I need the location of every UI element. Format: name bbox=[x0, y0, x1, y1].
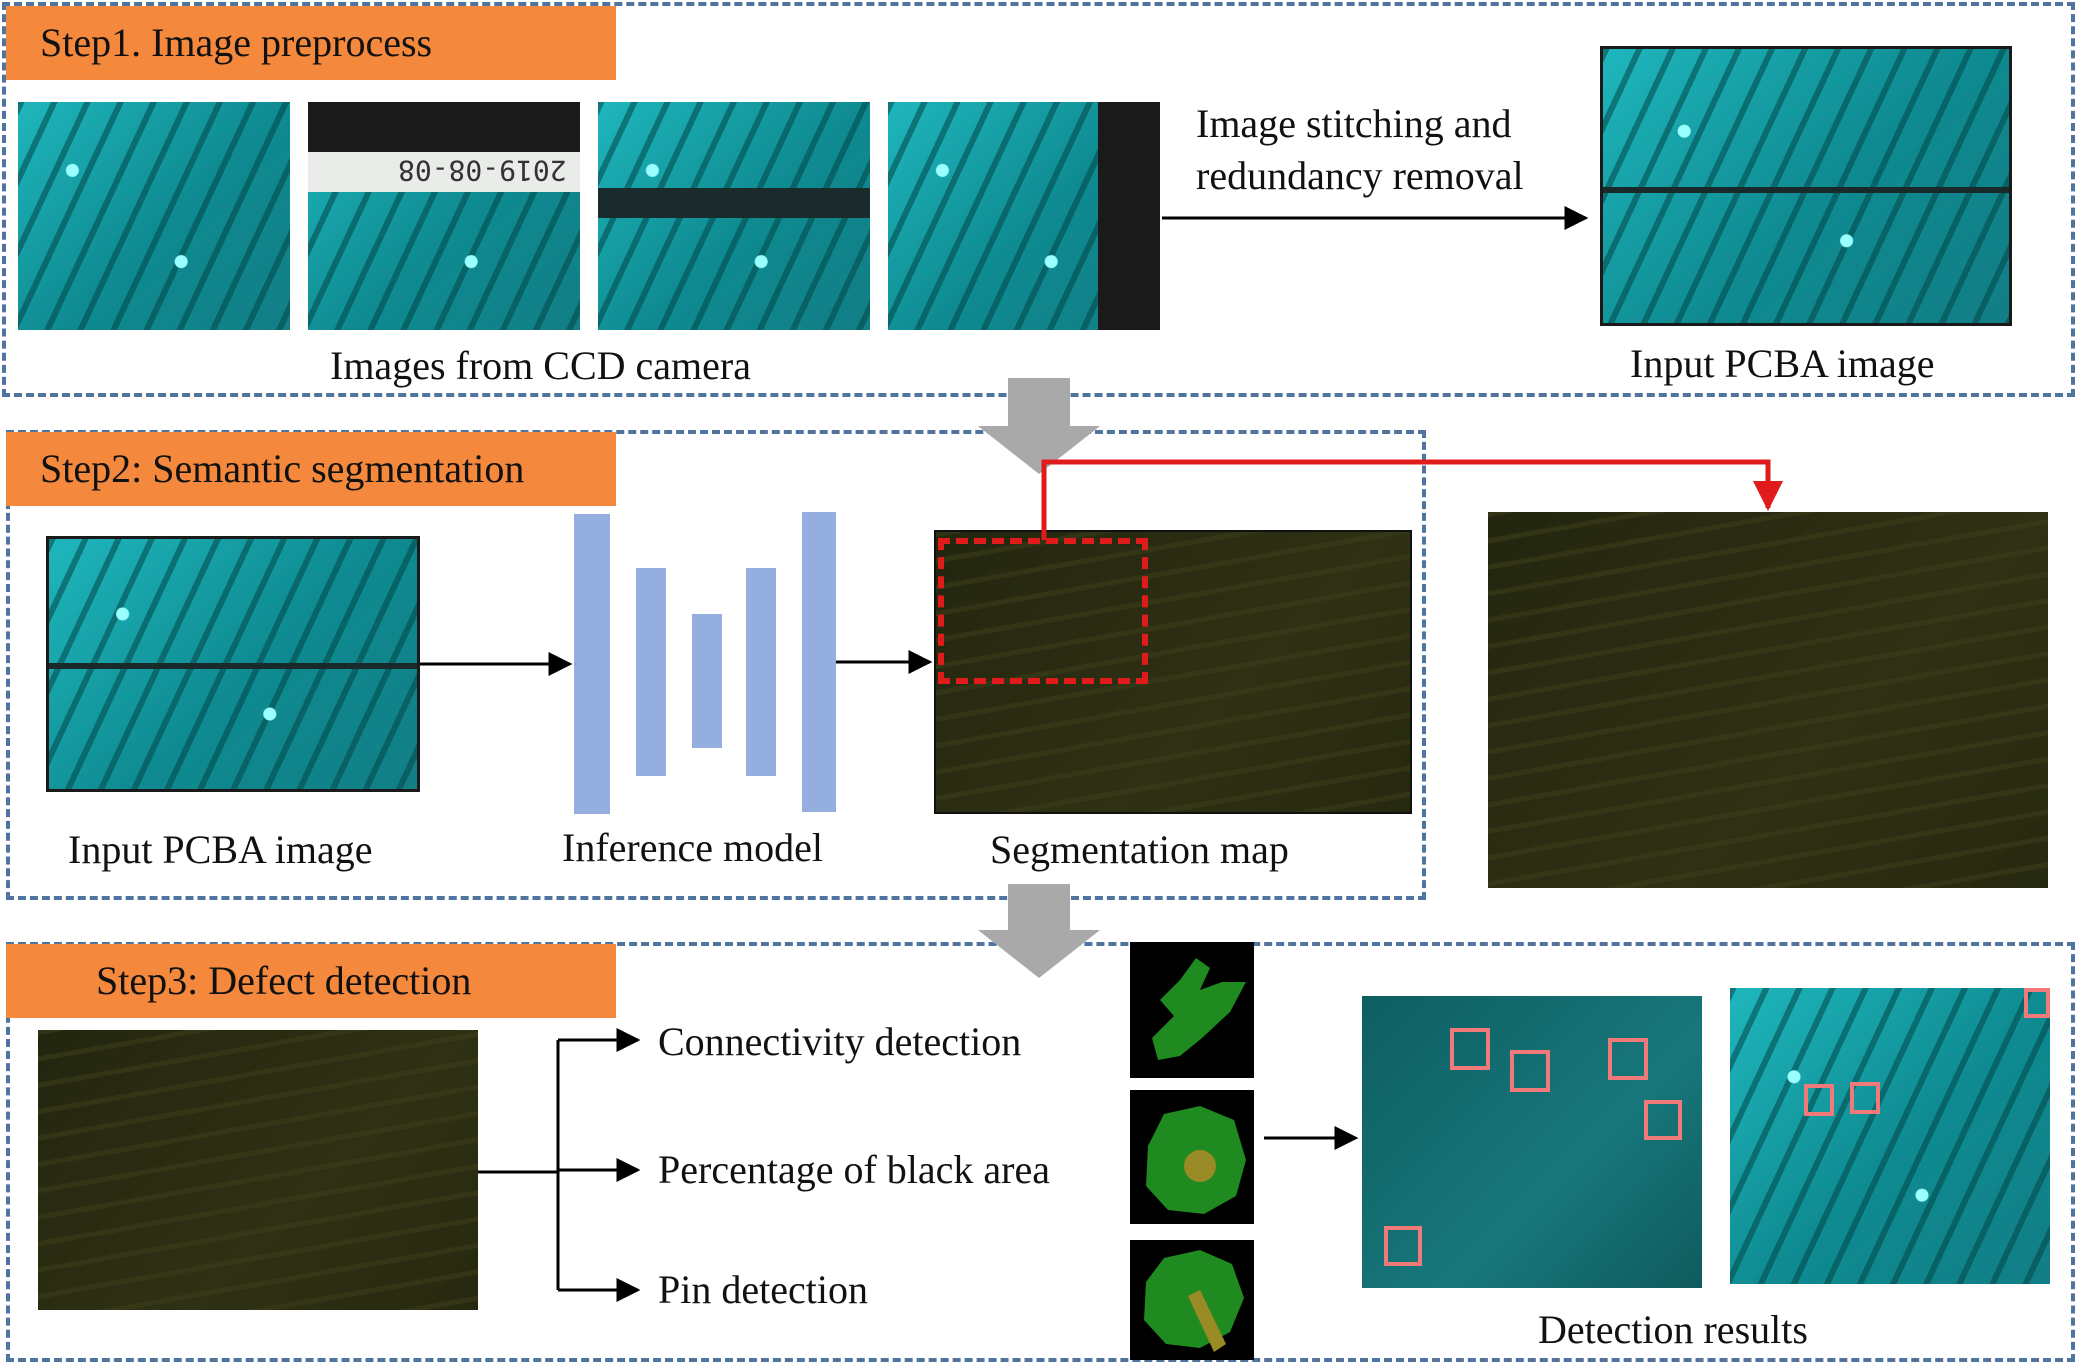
ccd-images-caption: Images from CCD camera bbox=[330, 343, 751, 388]
stitched-image-caption: Input PCBA image bbox=[1630, 341, 1935, 386]
ccd-image-4 bbox=[888, 102, 1160, 330]
defect-box bbox=[1450, 1028, 1490, 1070]
check-pin: Pin detection bbox=[658, 1267, 868, 1312]
mask-pin bbox=[1130, 1240, 1254, 1360]
step1-label: Step1. Image preprocess bbox=[6, 6, 616, 80]
ccd-image-2: 2019-08-08 bbox=[308, 102, 580, 330]
defect-box bbox=[2024, 988, 2050, 1018]
stitching-text-line1: Image stitching and bbox=[1196, 101, 1512, 146]
defect-box bbox=[1608, 1038, 1648, 1080]
stitched-pcba-image bbox=[1600, 46, 2012, 326]
input-pcba-caption: Input PCBA image bbox=[68, 827, 373, 872]
check-connectivity: Connectivity detection bbox=[658, 1019, 1022, 1064]
stitching-text-line2: redundancy removal bbox=[1196, 153, 1524, 198]
detection-results-caption: Detection results bbox=[1538, 1307, 1808, 1352]
ccd-image-3 bbox=[598, 102, 870, 330]
step3-label: Step3: Defect detection bbox=[6, 944, 616, 1018]
step2-label: Step2: Semantic segmentation bbox=[6, 432, 616, 506]
zoom-connector-arrow bbox=[1041, 459, 1783, 540]
step1-to-step2-arrow bbox=[978, 378, 1100, 474]
check-black-area: Percentage of black area bbox=[658, 1147, 1050, 1192]
defect-box bbox=[1384, 1226, 1422, 1266]
model-layer-2 bbox=[636, 568, 666, 776]
model-layer-4 bbox=[746, 568, 776, 776]
mask-connectivity bbox=[1130, 942, 1254, 1078]
defect-box bbox=[1644, 1100, 1682, 1140]
defect-box bbox=[1510, 1050, 1550, 1092]
segmentation-map-image bbox=[934, 530, 1412, 814]
inference-model-caption: Inference model bbox=[562, 825, 823, 870]
input-pcba-image bbox=[46, 536, 420, 792]
model-layer-5 bbox=[802, 512, 836, 812]
defect-box bbox=[1804, 1084, 1834, 1116]
segmentation-map-caption: Segmentation map bbox=[990, 827, 1289, 872]
step2-panel bbox=[6, 430, 1426, 900]
zoomed-segmentation-image bbox=[1488, 512, 2048, 888]
model-layer-3 bbox=[692, 614, 722, 748]
step2-to-step3-arrow bbox=[978, 884, 1100, 978]
zoom-region-box bbox=[938, 538, 1148, 684]
detection-result-2 bbox=[1730, 988, 2050, 1284]
step3-segmentation-image bbox=[38, 1030, 478, 1310]
ccd-image-1 bbox=[18, 102, 290, 330]
defect-box bbox=[1850, 1082, 1880, 1114]
mask-black-area bbox=[1130, 1090, 1254, 1224]
model-layer-1 bbox=[574, 514, 610, 814]
